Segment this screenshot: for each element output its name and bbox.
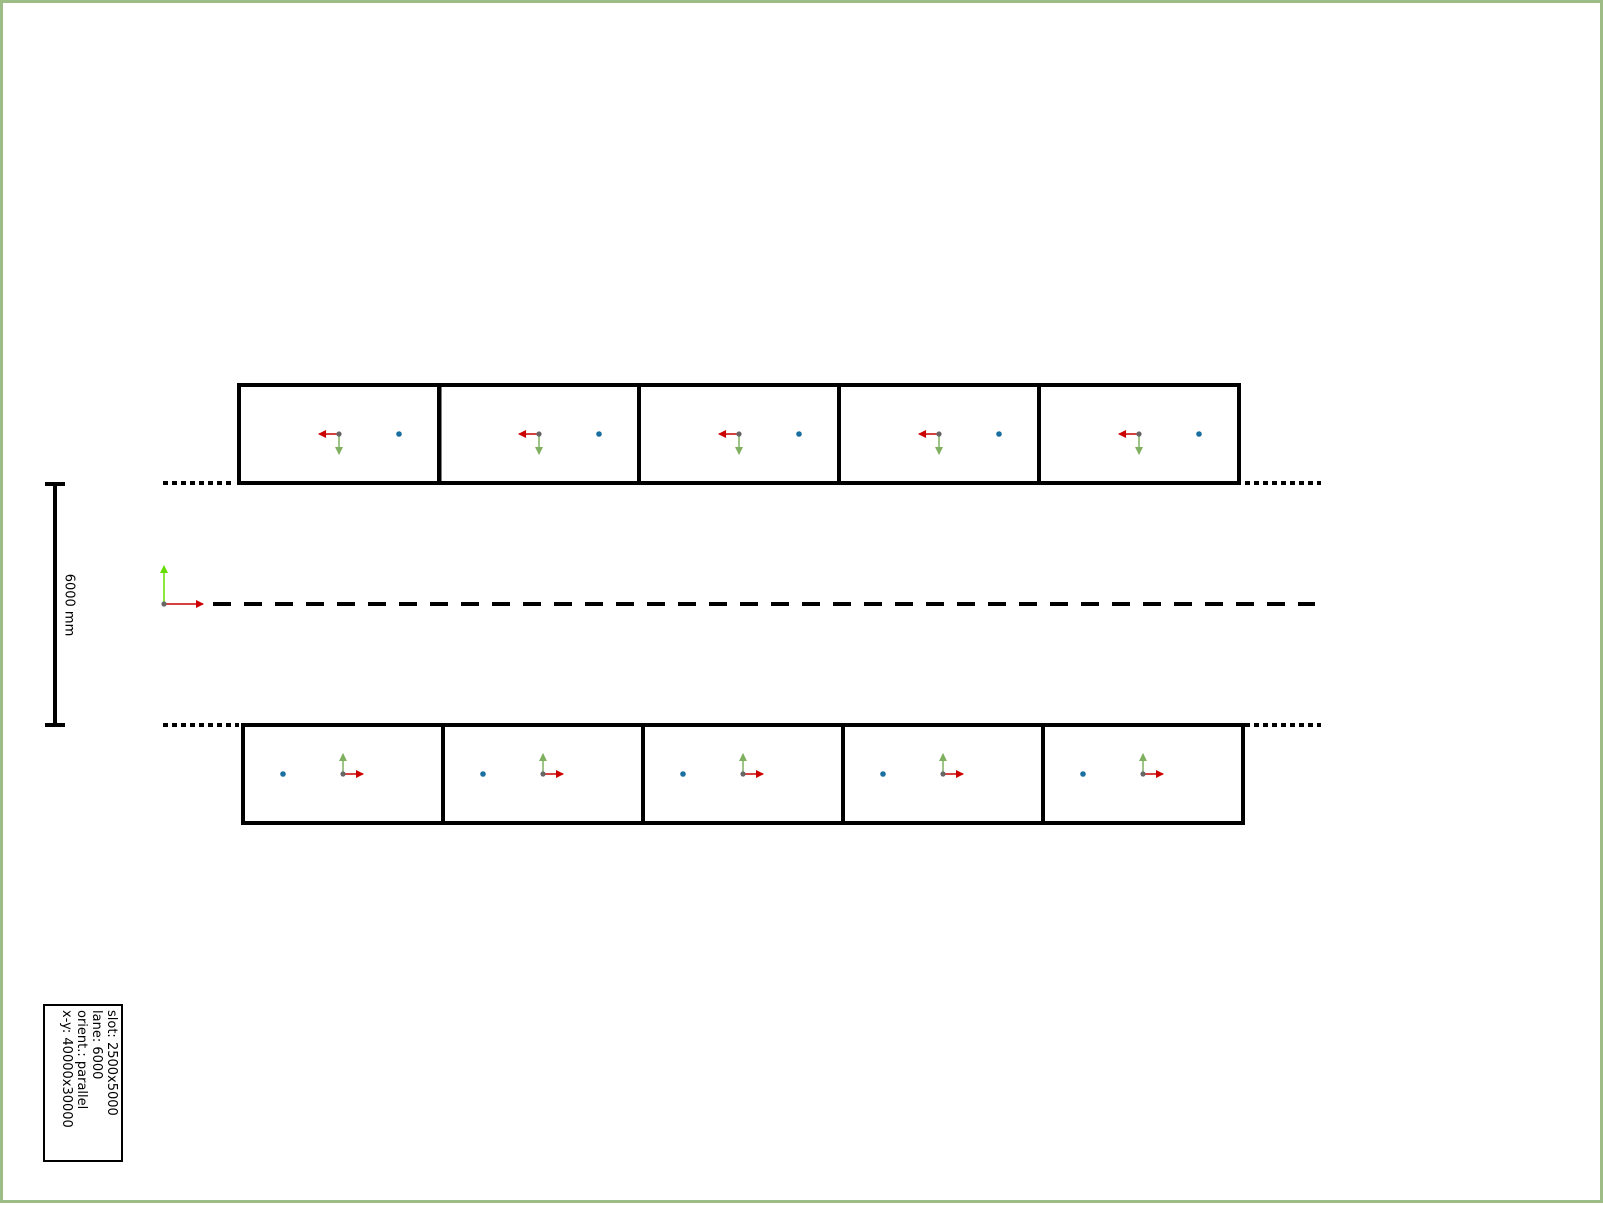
top-slot xyxy=(1037,383,1241,485)
slot-origin-icon xyxy=(740,771,746,777)
slot-origin-icon xyxy=(1140,771,1146,777)
slot-center-dot-icon xyxy=(796,431,802,437)
slot-origin-icon xyxy=(336,431,342,437)
info-line-xy: x-y: 40000x30000 xyxy=(59,1010,74,1128)
slot-center-dot-icon xyxy=(1196,431,1202,437)
parking-diagram: 6000 mm xyxy=(45,383,1321,825)
slot-origin-icon xyxy=(936,431,942,437)
dimension-label: 6000 mm xyxy=(62,574,77,637)
info-line-lane: lane: 6000 xyxy=(89,1010,104,1080)
slot-center-dot-icon xyxy=(996,431,1002,437)
slot-center-dot-icon xyxy=(480,771,486,777)
slot-origin-icon xyxy=(340,771,346,777)
dimension-bar: 6000 mm xyxy=(45,482,77,727)
slot-origin-icon xyxy=(536,431,542,437)
slot-center-dot-icon xyxy=(280,771,286,777)
slot-center-dot-icon xyxy=(680,771,686,777)
slot-center-dot-icon xyxy=(596,431,602,437)
slot-row-top xyxy=(237,383,1241,485)
slot-origin-icon xyxy=(1136,431,1142,437)
info-line-orient: orient.: parallel xyxy=(74,1010,89,1110)
info-box: slot: 2500x5000 lane: 6000 orient.: para… xyxy=(43,1004,123,1162)
info-text: slot: 2500x5000 lane: 6000 orient.: para… xyxy=(59,1010,119,1128)
slot-row-bottom xyxy=(241,723,1245,825)
slot-center-dot-icon xyxy=(396,431,402,437)
slot-center-dot-icon xyxy=(1080,771,1086,777)
origin-point-icon xyxy=(161,601,167,607)
lane-edges xyxy=(163,481,1321,727)
origin-axes xyxy=(160,565,204,608)
slot-origin-icon xyxy=(736,431,742,437)
bottom-slot xyxy=(1041,723,1245,825)
info-line-slot: slot: 2500x5000 xyxy=(104,1010,119,1116)
slot-origin-icon xyxy=(540,771,546,777)
slot-origin-icon xyxy=(940,771,946,777)
slot-center-dot-icon xyxy=(880,771,886,777)
